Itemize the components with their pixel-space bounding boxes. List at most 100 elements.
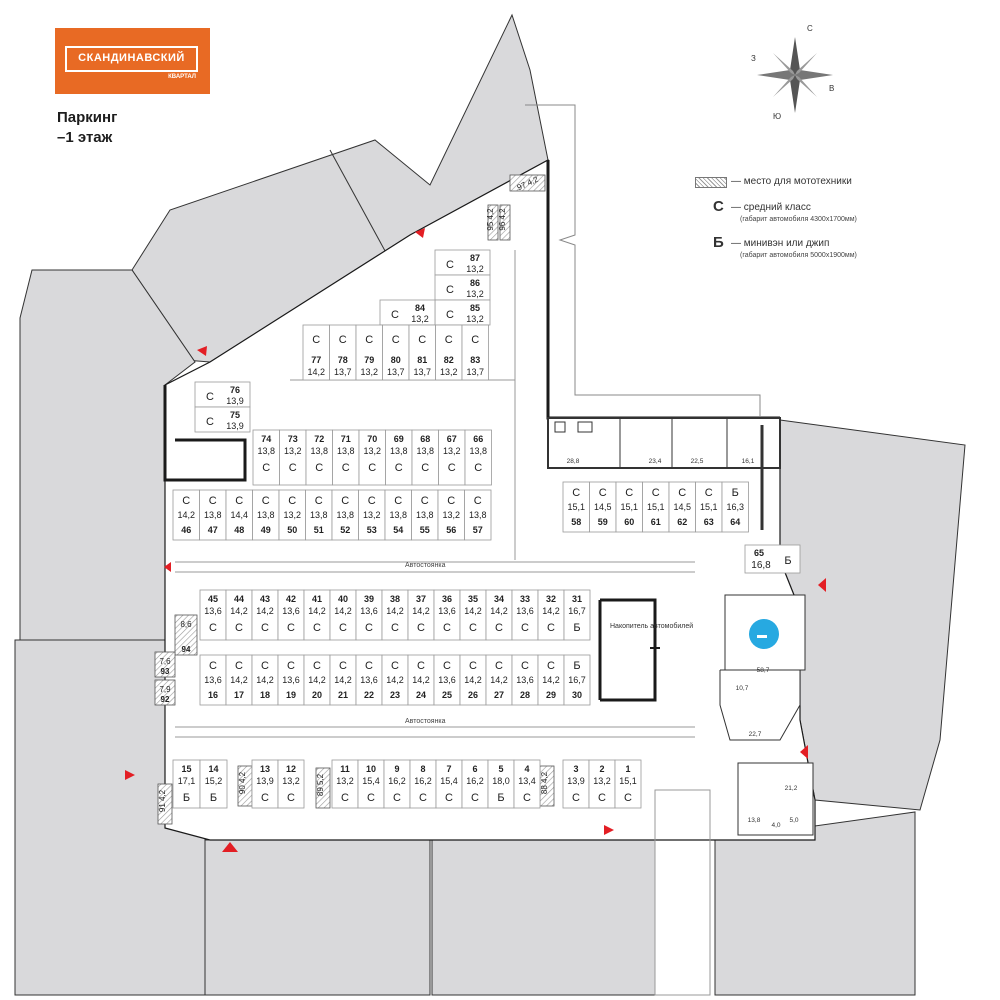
parking-spot-17[interactable]: С14,217: [225, 654, 253, 706]
moto-spot-93[interactable]: 7,693: [154, 651, 176, 678]
parking-spot-18[interactable]: С14,218: [251, 654, 279, 706]
parking-spot-20[interactable]: С14,220: [303, 654, 331, 706]
parking-spot-62[interactable]: С14,562: [668, 481, 696, 533]
parking-spot-2[interactable]: 213,2С: [588, 759, 616, 809]
parking-spot-63[interactable]: С15,163: [695, 481, 723, 533]
parking-spot-1[interactable]: 115,1С: [614, 759, 642, 809]
parking-spot-9[interactable]: 916,2С: [383, 759, 411, 809]
parking-spot-8[interactable]: 816,2С: [409, 759, 437, 809]
parking-spot-48[interactable]: С14,448: [225, 489, 253, 541]
parking-spot-25[interactable]: С13,625: [433, 654, 461, 706]
parking-spot-58[interactable]: С15,158: [562, 481, 590, 533]
parking-spot-57[interactable]: С13,857: [464, 489, 492, 541]
parking-spot-26[interactable]: С14,226: [459, 654, 487, 706]
parking-spot-64[interactable]: Б16,364: [721, 481, 749, 533]
parking-spot-53[interactable]: С13,253: [358, 489, 386, 541]
parking-spot-51[interactable]: С13,851: [305, 489, 333, 541]
moto-spot-94[interactable]: 8,694: [174, 614, 198, 656]
parking-spot-60[interactable]: С15,160: [615, 481, 643, 533]
parking-spot-6[interactable]: 616,2С: [461, 759, 489, 809]
moto-number: 94: [182, 645, 191, 654]
legend-c-letter: С: [713, 198, 724, 215]
parking-spot-54[interactable]: С13,854: [384, 489, 412, 541]
moto-spot-96[interactable]: 96 4,2: [498, 204, 511, 241]
parking-spot-30[interactable]: Б16,730: [563, 654, 591, 706]
parking-spot-4[interactable]: 413,4С: [513, 759, 541, 809]
parking-spot-52[interactable]: С13,852: [331, 489, 359, 541]
moto-spot-92[interactable]: 7,992: [154, 679, 176, 706]
parking-spot-50[interactable]: С13,250: [278, 489, 306, 541]
parking-spot-21[interactable]: С14,221: [329, 654, 357, 706]
moto-spot-88[interactable]: 88 4,2: [539, 765, 555, 807]
parking-spot-55[interactable]: С13,855: [411, 489, 439, 541]
parking-spot-22[interactable]: С13,622: [355, 654, 383, 706]
parking-spot-7[interactable]: 715,4С: [435, 759, 463, 809]
parking-spot-61[interactable]: С15,161: [642, 481, 670, 533]
parking-spot-29[interactable]: С14,229: [537, 654, 565, 706]
moto-spot-91[interactable]: 91 4,2: [157, 783, 173, 825]
parking-spot-28[interactable]: С13,628: [511, 654, 539, 706]
parking-spot-49[interactable]: С13,849: [252, 489, 280, 541]
parking-spot-23[interactable]: С14,223: [381, 654, 409, 706]
parking-spot-56[interactable]: С13,256: [437, 489, 465, 541]
spot-number: 65: [754, 548, 764, 558]
parking-spot-19[interactable]: С13,619: [277, 654, 305, 706]
moto-spot-90[interactable]: 90 4,2: [237, 765, 253, 807]
moto-spot-89[interactable]: 89 5,2: [315, 767, 331, 809]
parking-spot-47[interactable]: С13,847: [199, 489, 227, 541]
parking-spot-27[interactable]: С14,227: [485, 654, 513, 706]
parking-spot-5[interactable]: 518,0Б: [487, 759, 515, 809]
parking-spot-3[interactable]: 313,9С: [562, 759, 590, 809]
moto-spot-97[interactable]: 97 4,2: [509, 174, 546, 192]
moto-spot-95[interactable]: 95 4,2: [486, 204, 499, 241]
parking-spot-46[interactable]: С14,246: [172, 489, 200, 541]
parking-spot-16[interactable]: С13,616: [199, 654, 227, 706]
parking-spot-59[interactable]: С14,559: [589, 481, 617, 533]
parking-spot-24[interactable]: С14,224: [407, 654, 435, 706]
